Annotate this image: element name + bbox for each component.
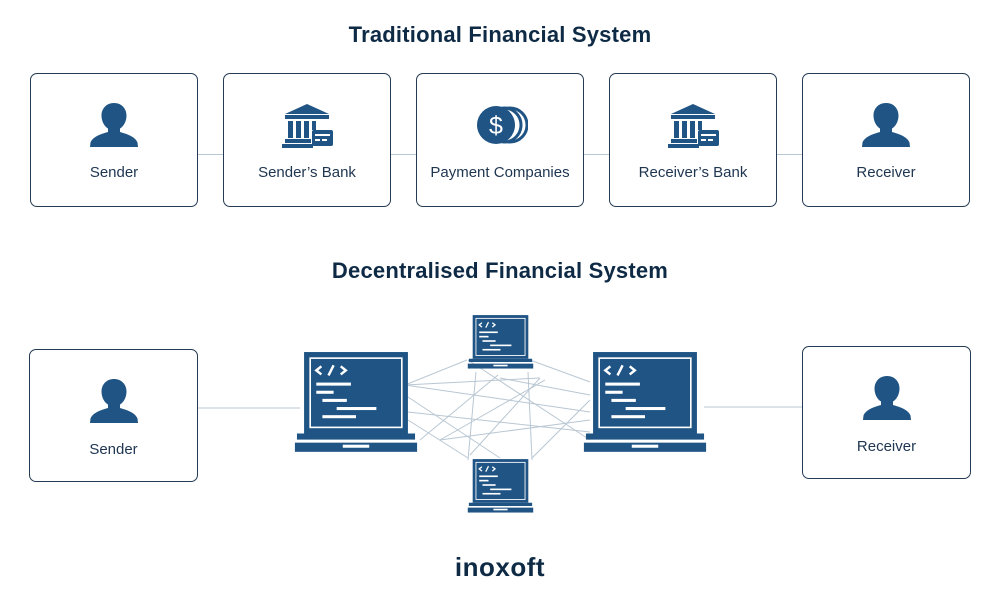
decentralised-system-title: Decentralised Financial System xyxy=(331,258,669,283)
traditional-receiver-node: Receiver xyxy=(802,73,970,207)
laptop-icon xyxy=(467,314,534,370)
mesh-line xyxy=(499,377,591,396)
node-label: Sender xyxy=(89,164,139,181)
inoxoft-logo: inoxoft xyxy=(454,552,546,582)
laptop-icon xyxy=(294,350,418,454)
connector-line xyxy=(777,154,803,155)
mesh-line xyxy=(404,394,501,459)
traditional-senders-bank-node: Sender’s Bank xyxy=(223,73,391,207)
node-label: Sender’s Bank xyxy=(258,164,356,181)
person-icon xyxy=(86,377,142,425)
mesh-line xyxy=(531,399,591,459)
mesh-line xyxy=(439,379,546,441)
mesh-line xyxy=(419,374,499,441)
node-label: Sender xyxy=(89,441,138,458)
mesh-line xyxy=(527,371,533,461)
mesh-line xyxy=(404,359,468,386)
mesh-line xyxy=(529,359,591,383)
mesh-line xyxy=(407,419,469,459)
mesh-line xyxy=(469,377,541,456)
decentral-sender-node: Sender xyxy=(29,349,198,482)
laptop-icon xyxy=(467,458,534,514)
mesh-line xyxy=(404,377,541,386)
connector-line xyxy=(198,154,224,155)
mesh-line xyxy=(407,411,591,433)
traditional-receivers-bank-node: Receiver’s Bank xyxy=(609,73,777,207)
mesh-line xyxy=(467,371,477,461)
node-label: Receiver xyxy=(856,164,916,181)
node-label: Receiver’s Bank xyxy=(638,164,748,181)
decentral-receiver-node: Receiver xyxy=(802,346,971,479)
person-icon xyxy=(859,374,915,422)
connector-line xyxy=(584,154,610,155)
traditional-sender-node: Sender xyxy=(30,73,198,207)
mesh-line xyxy=(404,384,591,413)
node-label: Receiver xyxy=(856,438,917,455)
traditional-payment-companies-node: Payment Companies xyxy=(416,73,584,207)
traditional-system-title: Traditional Financial System xyxy=(348,22,652,47)
node-label: Payment Companies xyxy=(430,164,570,181)
connector-line xyxy=(391,154,417,155)
laptop-icon xyxy=(583,350,707,454)
